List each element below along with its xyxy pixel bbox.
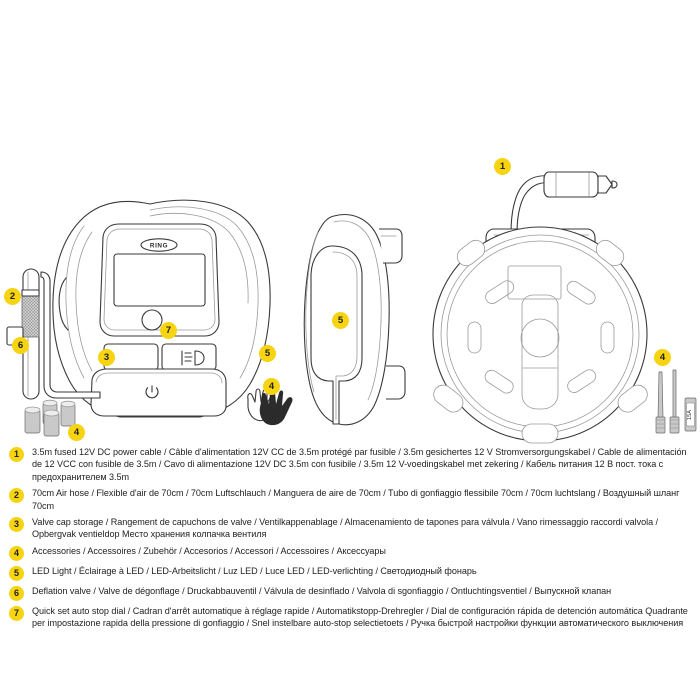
12v-plug (543, 171, 618, 198)
callout-badge-accessories-valve-caps: 4 (68, 424, 85, 441)
callout-badge-air-hose: 2 (4, 288, 21, 305)
legend-list: 1 3.5m fused 12V DC power cable / Câble d… (0, 446, 700, 634)
quick-set-dial (141, 309, 163, 331)
legend-badge: 4 (9, 545, 24, 561)
callout-badge-valve-cap-storage: 3 (98, 349, 115, 366)
power-cable-assembly (510, 171, 618, 234)
svg-text:RING: RING (150, 243, 168, 250)
legend-badge: 5 (9, 565, 24, 581)
legend-badge: 2 (9, 488, 24, 504)
legend-text: Quick set auto stop dial / Cadran d'arrê… (32, 605, 688, 629)
front-view-illustration: RING (6, 199, 293, 437)
legend-row: 3 Valve cap storage / Rangement de capuch… (0, 516, 700, 541)
legend-row: 1 3.5m fused 12V DC power cable / Câble d… (0, 446, 700, 483)
legend-text: 3.5m fused 12V DC power cable / Câble d'… (32, 447, 687, 482)
legend-row: 5 LED Light / Éclairage à LED / LED-Arbei… (0, 565, 700, 581)
legend-row: 7 Quick set auto stop dial / Cadran d'arr… (0, 605, 700, 630)
legend-badge: 6 (9, 585, 24, 601)
callout-badge-quick-set-auto-stop-dial: 7 (160, 322, 177, 339)
rating-label (507, 265, 562, 300)
led-light-icon (181, 350, 205, 366)
legend-text: Valve cap storage / Rangement de capucho… (32, 517, 659, 540)
fuse-rating-label: 15A (687, 410, 693, 420)
rear-view-illustration: 15A (432, 171, 697, 444)
legend-badge: 7 (9, 605, 24, 621)
callout-badge-led-light-front: 5 (259, 345, 276, 362)
legend-text: Deflation valve / Valve de dégonflage / … (32, 585, 612, 596)
legend-text: Accessories / Accessoires / Zubehör / Ac… (32, 545, 386, 556)
callout-badge-led-light-side: 5 (332, 312, 349, 329)
legend-row: 4 Accessories / Accessoires / Zubehör / A… (0, 545, 700, 561)
lcd-display (113, 253, 206, 307)
callout-badge-12v-power-cable: 1 (494, 158, 511, 175)
valve-caps-accessory (24, 399, 76, 437)
air-hose-assembly (6, 268, 101, 400)
power-symbol-icon (145, 385, 159, 399)
illustration-stage: .ln{fill:none;stroke:#3a3a3a;stroke-widt… (6, 171, 697, 444)
brand-logo: RING (140, 238, 178, 252)
callout-badge-accessories-needles: 4 (654, 349, 671, 366)
legend-badge: 3 (9, 517, 24, 533)
callout-badge-accessories-gloves: 4 (263, 378, 280, 395)
legend-text: LED Light / Éclairage à LED / LED-Arbeit… (32, 565, 477, 576)
legend-text: 70cm Air hose / Flexible d'air de 70cm /… (32, 488, 680, 511)
callout-badge-deflation-valve: 6 (12, 337, 29, 354)
side-view-illustration (303, 214, 406, 426)
legend-badge: 1 (9, 447, 24, 462)
legend-row: 2 70cm Air hose / Flexible d'air de 70cm … (0, 487, 700, 512)
legend-row: 6 Deflation valve / Valve de dégonflage /… (0, 585, 700, 601)
needle-accessories: 15A (655, 369, 697, 434)
